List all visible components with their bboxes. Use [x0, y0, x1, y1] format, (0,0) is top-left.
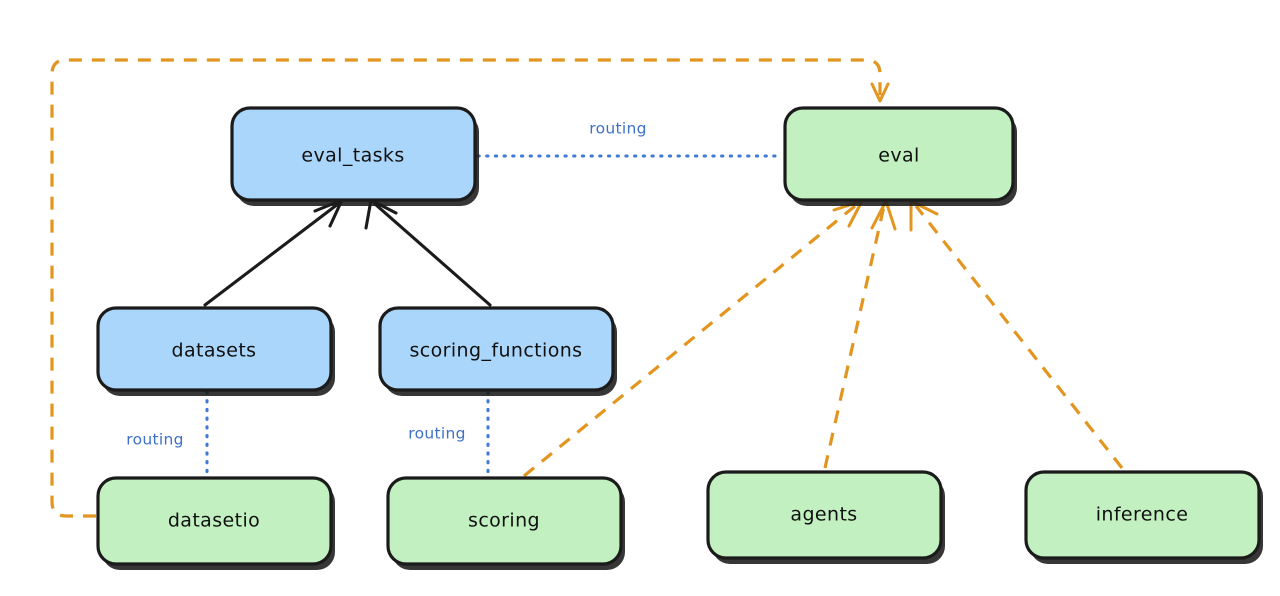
edge-datasetio-eval[interactable] [50, 58, 890, 518]
edge-label-routing-eval: routing [589, 120, 647, 138]
node-inference-label: inference [1096, 504, 1189, 526]
edge-label-group: routing routing routing [126, 120, 647, 449]
node-eval-tasks-box [230, 106, 477, 202]
node-scoring-label: scoring [468, 510, 540, 532]
edge-scoring-functions-eval-tasks-path [373, 202, 492, 307]
node-scoring-functions[interactable]: scoring_functions [378, 306, 617, 396]
node-inference[interactable]: inference [1024, 470, 1263, 564]
node-datasets[interactable]: datasets [96, 306, 335, 396]
edge-label-routing-scoring: routing [408, 425, 466, 443]
edge-datasets-eval-tasks-path [203, 202, 340, 307]
node-eval-tasks-label: eval_tasks [301, 145, 404, 167]
node-datasets-label: datasets [172, 340, 257, 362]
edge-datasetio-eval-path [50, 58, 882, 518]
edge-group-routing [205, 154, 784, 479]
edge-inference-eval-path [914, 205, 1124, 469]
node-agents[interactable]: agents [706, 470, 945, 564]
node-eval[interactable]: eval [783, 106, 1017, 206]
node-eval-tasks[interactable]: eval_tasks [230, 106, 479, 206]
edge-group-solid [203, 198, 492, 307]
node-datasetio-label: datasetio [168, 510, 260, 532]
node-inference-box [1024, 470, 1261, 560]
edge-agents-eval-path [823, 205, 886, 469]
node-eval-label: eval [878, 145, 919, 167]
node-scoring-functions-box [378, 306, 615, 392]
node-datasetio[interactable]: datasetio [96, 476, 335, 570]
node-scoring-functions-label: scoring_functions [410, 340, 583, 362]
node-datasetio-box [96, 476, 333, 566]
edge-scoring-eval-path [522, 204, 857, 478]
node-agents-label: agents [790, 504, 857, 526]
edge-agents-eval[interactable] [823, 199, 897, 469]
edge-datasetio-eval-arrowhead [870, 82, 890, 103]
edge-inference-eval[interactable] [909, 199, 1124, 469]
node-agents-box [706, 470, 943, 560]
edge-scoring-functions-eval-tasks[interactable] [364, 198, 492, 307]
edge-group-dependencies [50, 58, 1124, 518]
node-scoring[interactable]: scoring [386, 476, 625, 570]
edge-label-routing-datasetio: routing [126, 431, 184, 449]
node-eval-box [783, 106, 1015, 202]
node-datasets-box [96, 306, 333, 392]
edge-datasets-eval-tasks[interactable] [203, 198, 344, 307]
node-scoring-box [386, 476, 623, 566]
